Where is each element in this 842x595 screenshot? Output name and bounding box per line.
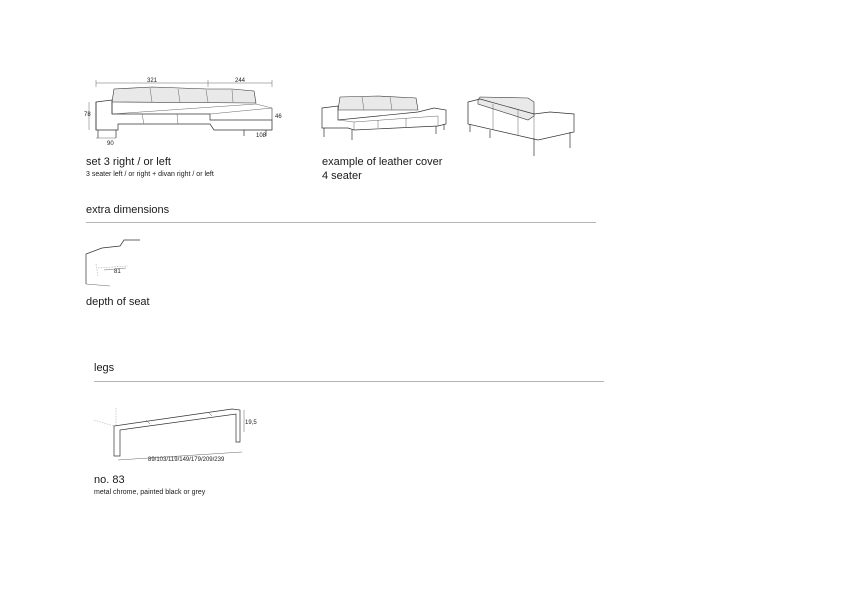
extra-dimensions-heading: extra dimensions (86, 204, 170, 216)
leg-no83-drawing: 19,5 89/103/119/149/179/209/239 (93, 408, 257, 463)
example-title: example of leather cover (322, 156, 443, 168)
legs-heading: legs (94, 362, 115, 374)
dim-width-a: 321 (147, 78, 158, 84)
dim-seat-height: 46 (275, 114, 282, 120)
depth-of-seat-caption: depth of seat (86, 296, 150, 308)
leg-name: no. 83 (94, 474, 125, 486)
dim-width-b: 244 (235, 78, 246, 84)
legs-divider (94, 381, 604, 382)
set3-title: set 3 right / or left (86, 156, 171, 168)
leg-length-values: 89/103/119/149/179/209/239 (148, 457, 225, 463)
corner-sofa-drawing: 321 244 78 46 90 108 (84, 78, 282, 147)
leather-sofa-drawings (321, 95, 575, 156)
dim-height: 78 (84, 112, 91, 118)
leg-finish: metal chrome, painted black or grey (94, 489, 206, 496)
seat-depth-drawing: 81 (85, 239, 140, 287)
leg-height-value: 19,5 (245, 420, 257, 426)
dim-depth: 90 (107, 141, 114, 147)
seat-depth-value: 81 (114, 269, 121, 275)
extra-divider (86, 222, 596, 223)
set3-subtitle: 3 seater left / or right + divan right /… (86, 171, 214, 178)
dim-divan-depth: 108 (256, 133, 267, 139)
example-subtitle: 4 seater (322, 170, 362, 182)
